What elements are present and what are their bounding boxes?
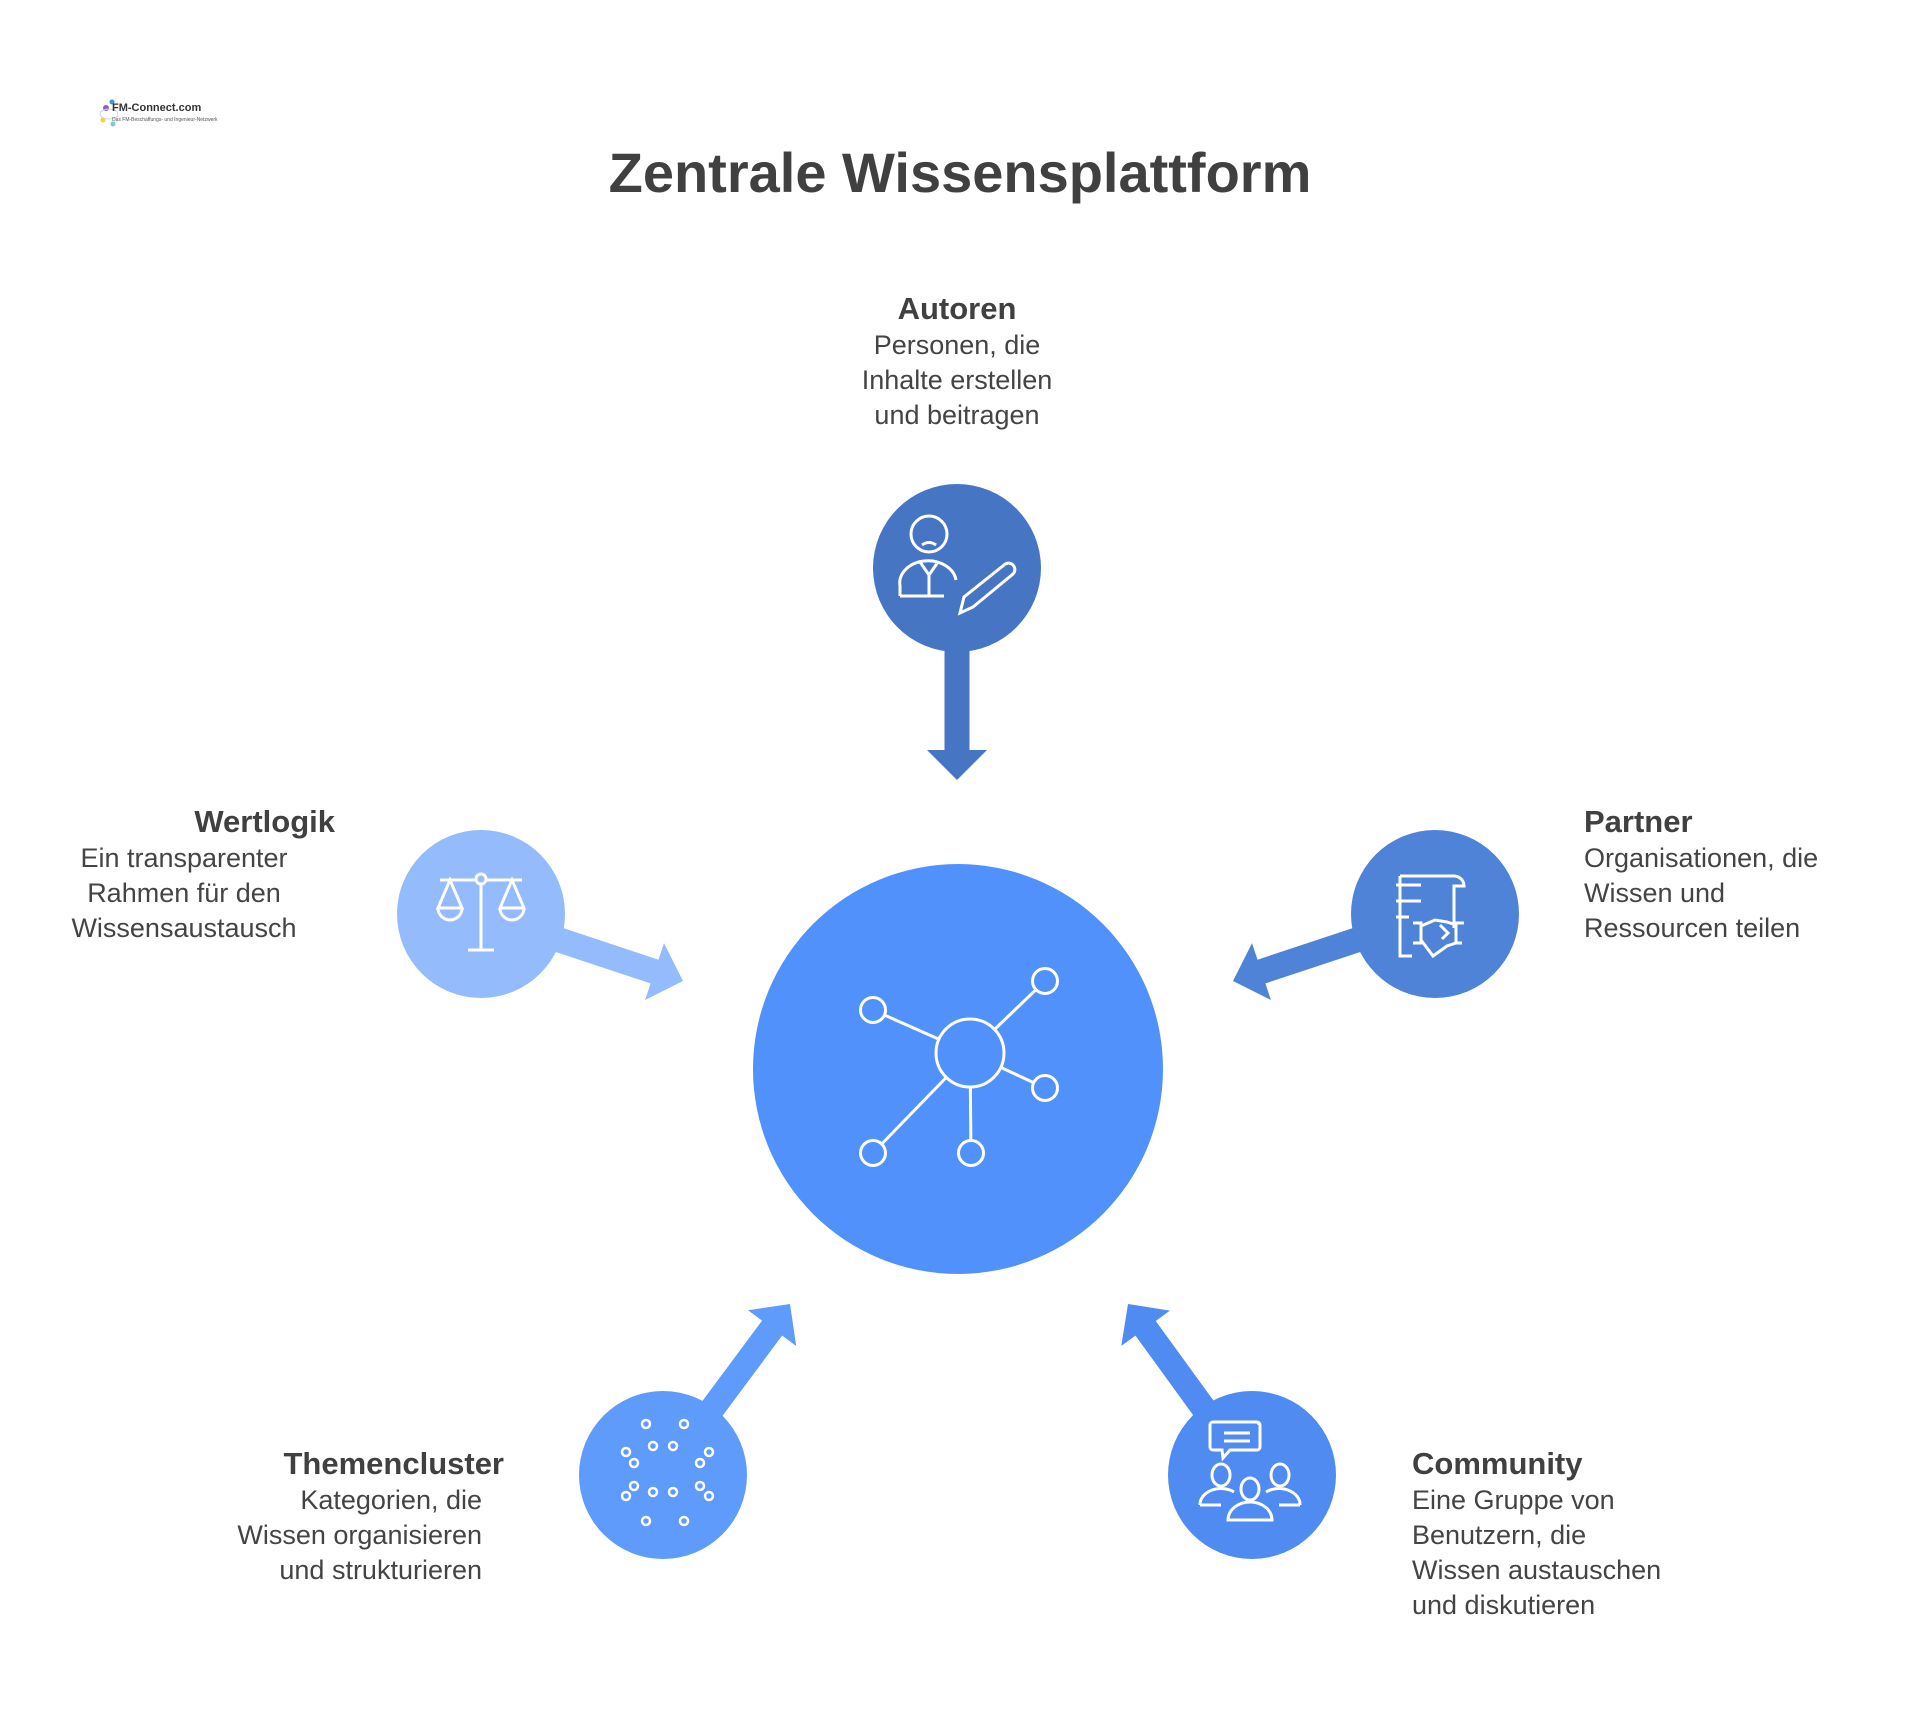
node-autoren: Autoren Personen, die Inhalte erstellen … — [757, 290, 1157, 433]
logo: FM-Connect.com Das FM-Beschaffungs- und … — [98, 96, 218, 136]
cluster-dot — [703, 1446, 715, 1458]
scales-icon — [435, 872, 527, 952]
cluster-dot — [620, 1446, 632, 1458]
node-desc-line: und strukturieren — [279, 1555, 482, 1585]
node-desc-line: Organisationen, die — [1584, 843, 1819, 873]
node-desc-line: Wissen und — [1584, 878, 1726, 908]
node-wertlogik: Wertlogik Ein transparenter Rahmen für d… — [60, 803, 335, 946]
node-title: Wertlogik — [194, 804, 335, 839]
cluster-dot — [678, 1515, 690, 1527]
autoren-arrow — [927, 568, 987, 780]
cluster-dot — [640, 1515, 652, 1527]
community-circle — [1168, 1391, 1336, 1559]
cluster-dot — [667, 1486, 679, 1498]
node-partner: Partner Organisationen, die Wissen und R… — [1584, 803, 1818, 946]
cluster-dot — [620, 1490, 632, 1502]
cluster-dot — [628, 1480, 640, 1492]
node-desc-line: Wissen organisieren — [237, 1520, 482, 1550]
node-desc-line: Kategorien, die — [300, 1485, 482, 1515]
cluster-dot — [703, 1490, 715, 1502]
node-title: Partner — [1584, 804, 1693, 839]
page-title: Zentrale Wissensplattform — [608, 141, 1312, 204]
cluster-dot — [647, 1486, 659, 1498]
cluster-dot — [640, 1418, 652, 1430]
node-desc-line: Rahmen für den — [87, 878, 281, 908]
node-title: Community — [1412, 1446, 1583, 1481]
node-desc-line: Inhalte erstellen — [861, 365, 1053, 395]
network-icon — [859, 967, 1059, 1167]
node-desc-line: Ein transparenter — [80, 843, 288, 873]
cluster-dot — [694, 1457, 706, 1469]
node-title: Autoren — [897, 291, 1017, 326]
logo-graphic — [99, 99, 119, 127]
partner-circle — [1351, 830, 1519, 998]
author-edit-icon — [898, 514, 1017, 616]
cluster-dots-icon — [620, 1418, 715, 1527]
node-desc-line: Wissen austauschen — [1412, 1555, 1662, 1585]
cluster-dot — [647, 1440, 659, 1452]
node-title: Themencluster — [283, 1446, 504, 1481]
node-desc-line: Eine Gruppe von — [1412, 1485, 1615, 1515]
node-desc-line: Benutzern, die — [1412, 1520, 1587, 1550]
logo-tagline: Das FM-Beschaffungs- und Ingenieur-Netzw… — [112, 117, 218, 123]
logo-text: FM-Connect.com — [112, 102, 202, 114]
cluster-dot — [667, 1440, 679, 1452]
node-desc-line: und beitragen — [874, 400, 1040, 430]
node-desc-line: Personen, die — [873, 330, 1041, 360]
node-desc-line: Wissensaustausch — [71, 913, 297, 943]
contract-handshake-icon — [1396, 874, 1466, 959]
cluster-dot — [694, 1480, 706, 1492]
node-desc-line: Ressourcen teilen — [1584, 913, 1801, 943]
cluster-dot — [628, 1457, 640, 1469]
node-themencluster: Themencluster Kategorien, die Wissen org… — [104, 1445, 504, 1588]
autoren-circle — [873, 484, 1041, 652]
themencluster-circle — [579, 1391, 747, 1559]
node-desc-line: und diskutieren — [1412, 1590, 1596, 1620]
node-community: Community Eine Gruppe von Benutzern, die… — [1412, 1445, 1661, 1623]
cluster-dot — [678, 1418, 690, 1430]
group-chat-icon — [1198, 1420, 1302, 1522]
